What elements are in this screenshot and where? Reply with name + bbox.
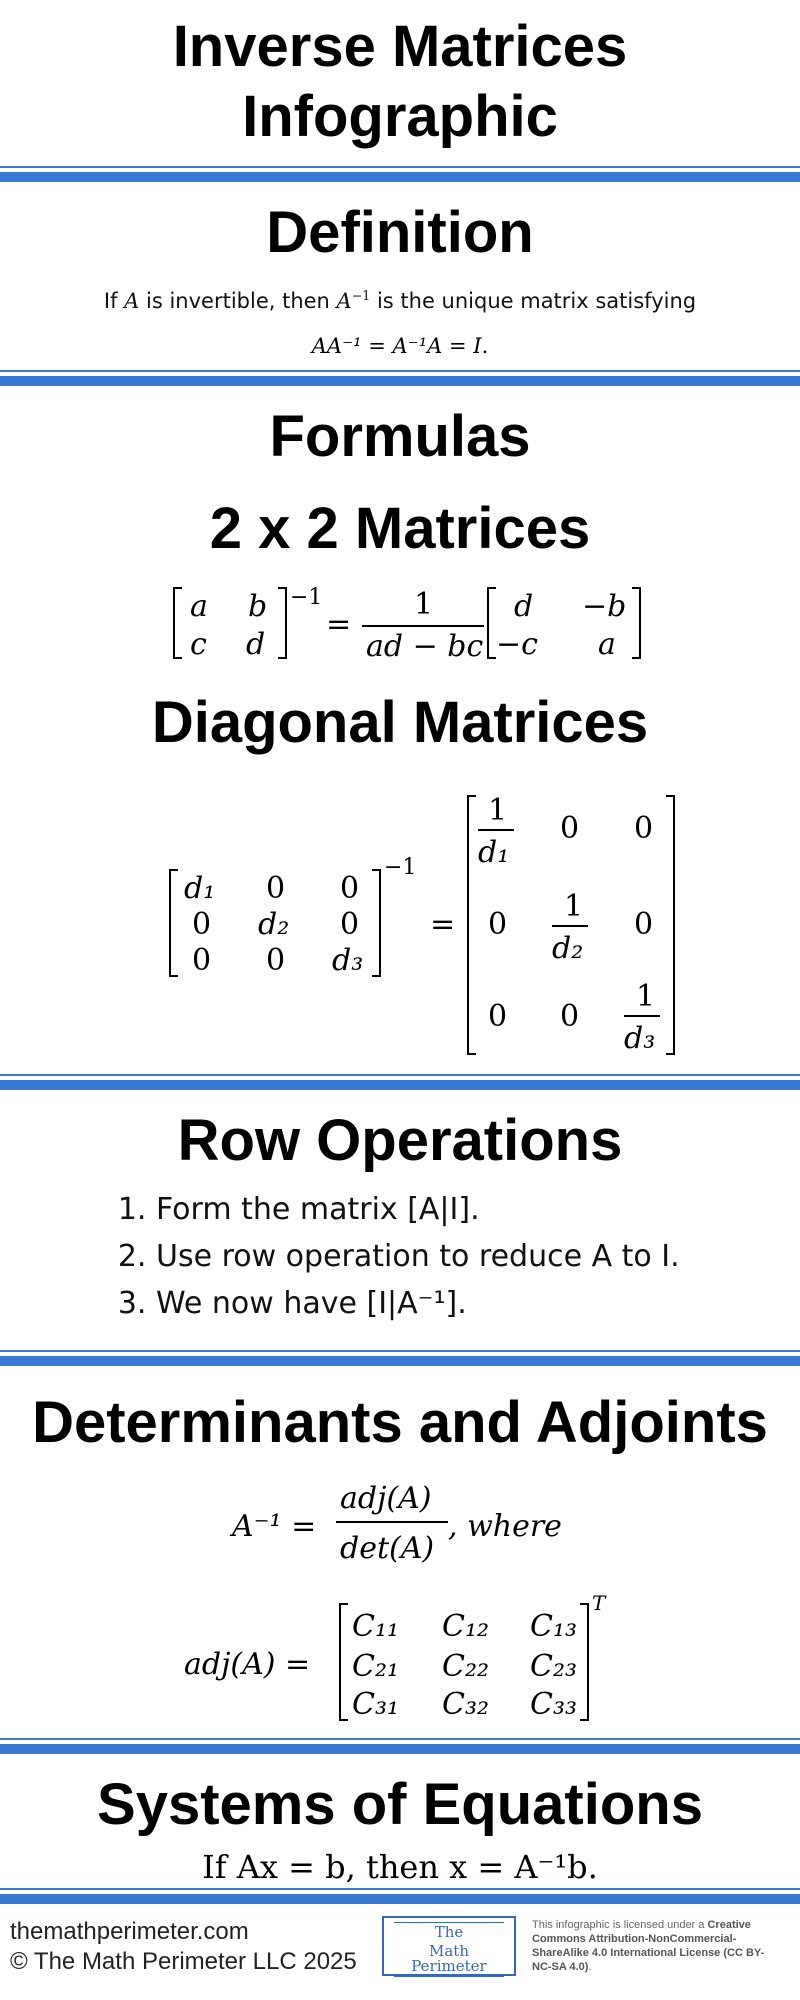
svg-text:=: = xyxy=(430,907,455,942)
divider xyxy=(0,1738,800,1756)
fraction-denominator: d₂ xyxy=(552,931,583,966)
matrix-cell: 0 xyxy=(266,943,285,978)
svg-text:−1: −1 xyxy=(290,585,322,610)
matrix-cell: 0 xyxy=(488,999,507,1034)
matrix-cell: b xyxy=(248,589,267,624)
formulas-heading: Formulas xyxy=(269,404,531,469)
matrix-cell: −c xyxy=(496,627,538,662)
divider xyxy=(0,370,800,388)
matrix-cell: 0 xyxy=(634,907,653,942)
matrix-cell: C₁₂ xyxy=(442,1609,489,1644)
license-text: This infographic is licensed under a Cre… xyxy=(532,1918,782,1974)
matrix-cell: C₃₃ xyxy=(530,1687,577,1722)
fraction-numerator: adj(A) xyxy=(340,1481,431,1516)
matrix-cell: C₃₁ xyxy=(352,1687,399,1722)
matrix-cell: 0 xyxy=(560,999,579,1034)
definition-inv: A xyxy=(336,289,352,313)
license-pre: This infographic is licensed under a xyxy=(532,1919,708,1931)
inverse-adjoint-formula: A⁻¹ = adj(A) det(A) , where xyxy=(229,1481,562,1566)
transpose-mark: T xyxy=(592,1591,607,1615)
license-link[interactable]: Creative Commons Attribution-NonCommerci… xyxy=(532,1919,765,1973)
license-post: . xyxy=(588,1961,592,1973)
diagonal-heading: Diagonal Matrices xyxy=(151,690,649,755)
svg-text:=: = xyxy=(326,607,351,642)
definition-heading: Definition xyxy=(266,200,534,265)
divider xyxy=(0,1074,800,1092)
footer-site: themathperimeter.com xyxy=(10,1918,249,1945)
matrix-cell: C₂₂ xyxy=(442,1649,489,1684)
matrix-cell: 0 xyxy=(340,907,359,942)
fraction-numerator: 1 xyxy=(488,793,507,828)
matrix-cell: a xyxy=(598,627,616,662)
logo-line: The xyxy=(434,1923,464,1941)
row-operations-list: Form the matrix [A|I]. Use row operation… xyxy=(80,1192,796,1333)
list-item: We now have [I|A⁻¹]. xyxy=(156,1286,796,1321)
matrix-cell: c xyxy=(190,627,207,662)
definition-text-post: is the unique matrix satisfying xyxy=(370,289,697,313)
diagonal-formula: d₁ 0 0 0 d₂ 0 0 0 d₃ −1 = 1 d₁ 0 0 0 1 d… xyxy=(169,793,675,1056)
fraction-numerator: 1 xyxy=(636,979,655,1014)
definition-equation: AA⁻¹ = A⁻¹A = I. xyxy=(311,334,489,358)
fraction-denominator: d₃ xyxy=(624,1021,655,1056)
determinants-heading: Determinants and Adjoints xyxy=(32,1390,768,1455)
logo: The Math Perimeter xyxy=(382,1916,516,1977)
definition-text: If A is invertible, then A−1 is the uniq… xyxy=(103,288,697,313)
definition-text-mid: is invertible, then xyxy=(139,289,337,313)
matrix-cell: 0 xyxy=(634,811,653,846)
adjoint-lhs: adj(A) = xyxy=(184,1647,310,1682)
matrix-cell: 0 xyxy=(560,811,579,846)
where-text: , where xyxy=(448,1509,562,1544)
list-item: Form the matrix [A|I]. xyxy=(156,1192,796,1227)
fraction-denominator: ad − bc xyxy=(366,629,484,664)
matrix-cell: d xyxy=(514,589,533,624)
title-block: Inverse Matrices Infographic xyxy=(0,12,800,152)
matrix-cell: 0 xyxy=(192,943,211,978)
definition-text-pre: If xyxy=(103,289,125,313)
divider xyxy=(0,166,800,184)
two-by-two-heading: 2 x 2 Matrices xyxy=(209,496,591,561)
footer-copyright: © The Math Perimeter LLC 2025 xyxy=(10,1948,357,1975)
row-operations-heading: Row Operations xyxy=(177,1108,623,1173)
matrix-cell: C₁₁ xyxy=(352,1609,399,1644)
matrix-cell: d₁ xyxy=(184,871,215,906)
systems-text: If Ax = b, then x = A⁻¹b. xyxy=(202,1848,598,1886)
two-by-two-formula: a b c d −1 = 1 ad − bc d −b −c a xyxy=(173,585,641,664)
matrix-cell: 0 xyxy=(488,907,507,942)
matrix-cell: −b xyxy=(582,589,626,624)
matrix-cell: d₃ xyxy=(332,943,363,978)
fraction-denominator: det(A) xyxy=(340,1531,434,1566)
definition-var: A xyxy=(124,289,140,313)
matrix-cell: C₂₁ xyxy=(352,1649,399,1684)
matrix-cell: C₂₃ xyxy=(530,1649,577,1684)
page-title-line2: Infographic xyxy=(242,84,558,149)
list-item: Use row operation to reduce A to I. xyxy=(156,1239,796,1274)
matrix-cell: 0 xyxy=(340,871,359,906)
fraction-numerator: 1 xyxy=(564,889,583,924)
logo-line: Math xyxy=(429,1942,469,1960)
divider xyxy=(0,1350,800,1368)
svg-text:−1: −1 xyxy=(384,855,416,880)
systems-heading: Systems of Equations xyxy=(97,1772,703,1837)
page-title: Inverse Matrices xyxy=(172,14,628,79)
matrix-cell: a xyxy=(190,589,208,624)
matrix-cell: C₃₂ xyxy=(442,1687,489,1722)
divider xyxy=(0,1888,800,1906)
adjoint-matrix-formula: adj(A) = C₁₁ C₁₂ C₁₃ C₂₁ C₂₂ C₂₃ C₃₁ C₃₂… xyxy=(184,1591,607,1722)
fraction-numerator: 1 xyxy=(414,587,433,622)
matrix-cell: 0 xyxy=(266,871,285,906)
matrix-cell: C₁₃ xyxy=(530,1609,577,1644)
fraction-denominator: d₁ xyxy=(478,835,509,870)
matrix-cell: d xyxy=(246,627,265,662)
matrix-cell: d₂ xyxy=(258,907,289,942)
logo-line: Perimeter xyxy=(411,1957,487,1975)
formula-lhs: A⁻¹ = xyxy=(229,1509,316,1544)
matrix-cell: 0 xyxy=(192,907,211,942)
